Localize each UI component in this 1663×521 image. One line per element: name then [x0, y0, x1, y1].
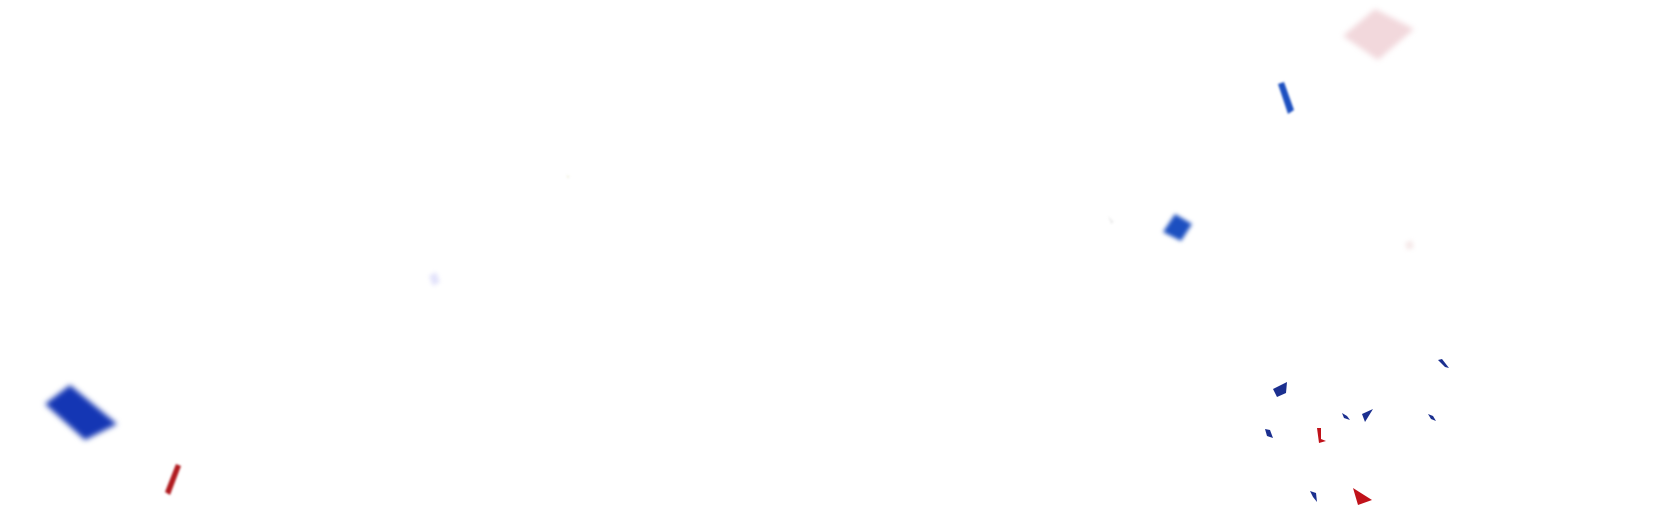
confetti-piece — [566, 175, 570, 179]
confetti-piece — [1362, 409, 1373, 422]
confetti-piece — [1343, 9, 1414, 60]
confetti-piece — [1317, 428, 1326, 443]
confetti-piece — [45, 385, 117, 440]
confetti-piece — [1273, 382, 1287, 397]
confetti-piece — [1108, 216, 1114, 224]
confetti-piece — [165, 464, 181, 495]
confetti-piece — [1405, 240, 1414, 250]
confetti-piece — [1265, 429, 1273, 438]
confetti-piece — [429, 272, 440, 286]
confetti-piece — [1353, 488, 1372, 505]
confetti-piece — [1163, 214, 1192, 241]
confetti-piece — [1278, 82, 1294, 114]
confetti-piece — [1310, 491, 1317, 502]
confetti-piece — [1438, 359, 1449, 368]
confetti-piece — [1428, 414, 1436, 421]
confetti-piece — [1342, 413, 1350, 420]
